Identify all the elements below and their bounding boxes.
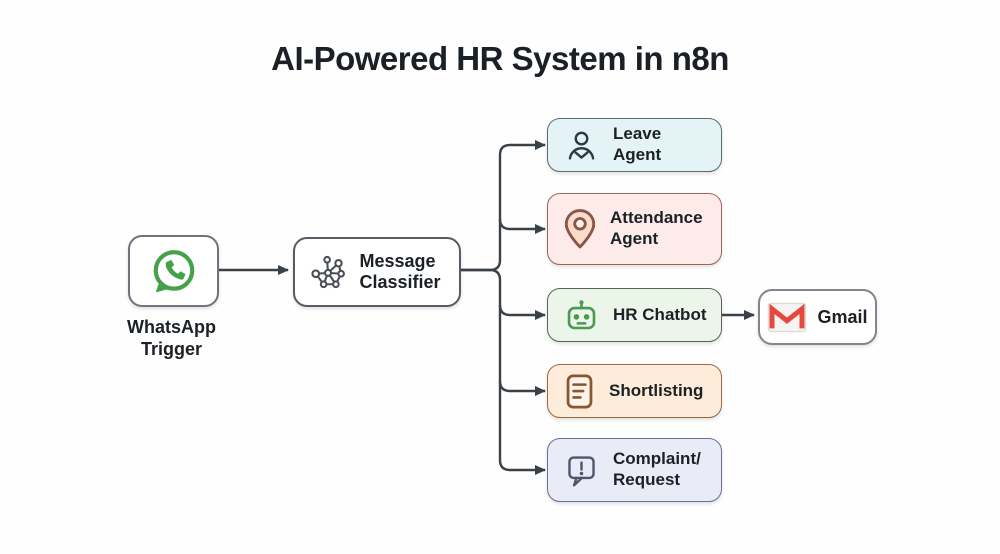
- speech-bubble-exclamation-icon: [568, 455, 595, 487]
- whatsapp-trigger-label: WhatsApp Trigger: [127, 317, 216, 360]
- edge-trunk-to-attendance: [498, 218, 546, 234]
- node-complaint-request: Complaint/ Request: [547, 438, 722, 502]
- gmail-icon: [768, 302, 807, 332]
- node-leave-agent: Leave Agent: [547, 118, 722, 172]
- map-pin-icon: [564, 209, 596, 249]
- node-shortlisting: Shortlisting: [547, 364, 722, 418]
- user-agent-icon: [568, 131, 595, 160]
- document-list-icon: [566, 374, 593, 408]
- edge-classifier-to-complaint: [458, 268, 546, 475]
- node-hr-chatbot: HR Chatbot: [547, 288, 722, 342]
- node-attendance-agent: Attendance Agent: [547, 193, 722, 265]
- network-icon: [310, 255, 345, 289]
- gmail-label: Gmail: [817, 306, 868, 327]
- node-gmail: Gmail: [758, 289, 877, 345]
- edge-classifier-to-leave-agent: [458, 140, 546, 272]
- node-whatsapp-trigger: [128, 235, 219, 307]
- classifier-label: Message Classifier: [359, 250, 441, 292]
- shortlisting-label: Shortlisting: [609, 380, 704, 400]
- edge-trunk-to-hr-chatbot: [498, 304, 546, 320]
- hr-chatbot-label: HR Chatbot: [613, 304, 707, 324]
- complaint-request-label: Complaint/ Request: [613, 449, 701, 489]
- page-title: AI-Powered HR System in n8n: [271, 40, 729, 77]
- whatsapp-icon: [153, 250, 194, 293]
- attendance-agent-label: Attendance Agent: [610, 208, 703, 248]
- robot-icon: [567, 299, 596, 329]
- node-message-classifier: Message Classifier: [293, 237, 461, 307]
- edge-trunk-to-shortlisting: [498, 380, 546, 396]
- leave-agent-label: Leave Agent: [613, 124, 662, 164]
